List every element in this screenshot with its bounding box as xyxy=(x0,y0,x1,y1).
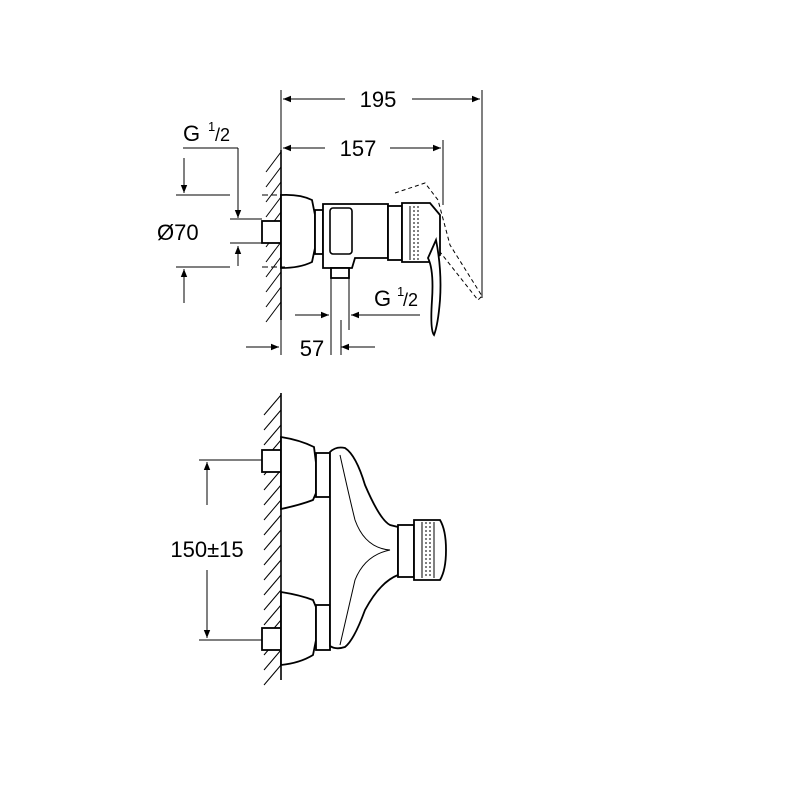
svg-text:Ø70: Ø70 xyxy=(157,220,199,245)
outlet-nipple xyxy=(330,267,350,279)
front-view: 150±15 xyxy=(170,393,447,686)
lever-hub xyxy=(401,202,441,263)
dim-195: 195 xyxy=(280,87,483,298)
dim-157: 157 xyxy=(283,136,444,205)
upper-escutcheon xyxy=(280,435,317,511)
inlet-pipe xyxy=(261,220,282,244)
svg-text:/2: /2 xyxy=(215,125,230,145)
lower-escutcheon xyxy=(280,590,317,666)
svg-text:/2: /2 xyxy=(403,290,418,310)
svg-text:157: 157 xyxy=(340,136,377,161)
inlet-thread-label: G 1 /2 xyxy=(183,119,262,266)
svg-text:G: G xyxy=(183,121,200,146)
lever xyxy=(427,237,442,337)
dim-150-15: 150±15 xyxy=(170,459,262,641)
escutcheon xyxy=(280,193,316,269)
mixer-body xyxy=(322,203,389,269)
upper-inlet xyxy=(261,449,282,473)
svg-text:195: 195 xyxy=(360,87,397,112)
mixer-body-front xyxy=(329,446,399,650)
svg-text:150±15: 150±15 xyxy=(170,537,243,562)
lever-alt-position xyxy=(394,182,483,301)
outlet-thread-label: G 1 /2 xyxy=(295,278,420,355)
dim-diameter-70: Ø70 xyxy=(157,158,285,303)
svg-text:1: 1 xyxy=(208,119,215,134)
lower-inlet xyxy=(261,627,282,651)
svg-text:1: 1 xyxy=(397,284,404,299)
side-view: 195 157 G 1 /2 Ø70 xyxy=(157,87,483,361)
dim-57: 57 xyxy=(246,320,375,361)
svg-text:57: 57 xyxy=(300,336,324,361)
svg-text:G: G xyxy=(374,286,391,311)
